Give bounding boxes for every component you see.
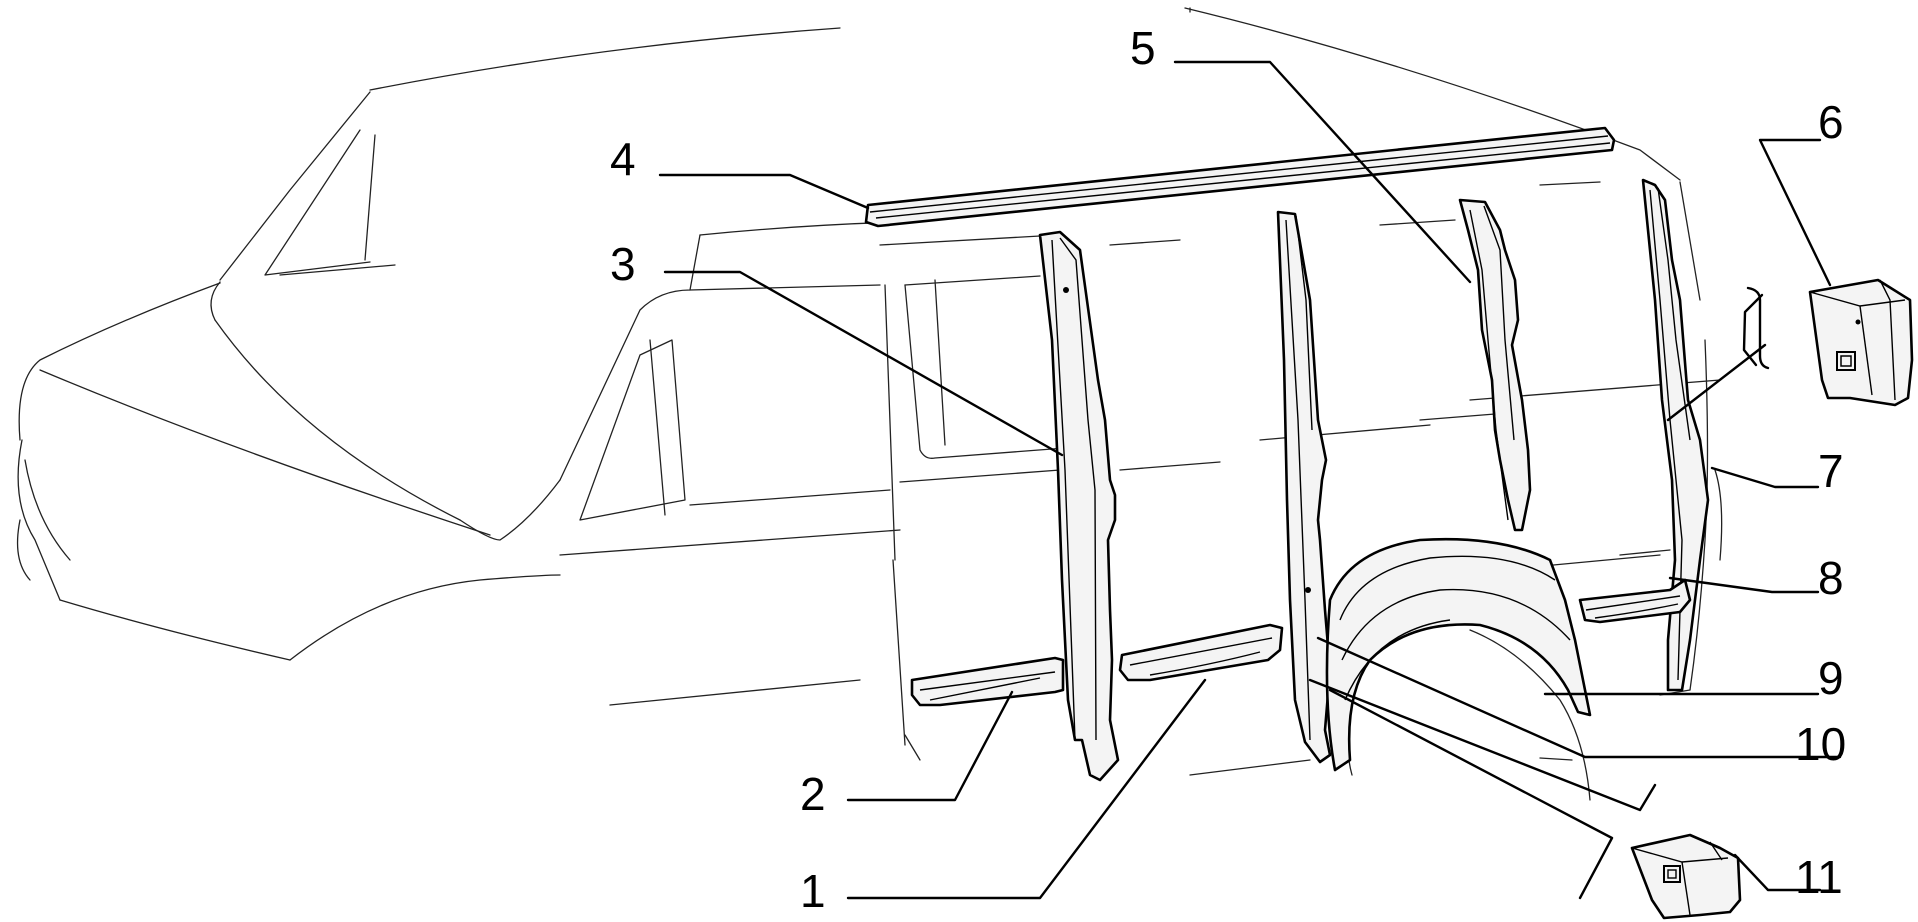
part-2-lower-bracket (910, 656, 1065, 707)
part-5-rear-pillar (1458, 198, 1532, 532)
detail-bracket-6 (1746, 286, 1770, 370)
van-body-outline (16, 7, 1723, 801)
callout-4: 4 (610, 133, 636, 185)
leader-2 (846, 690, 1014, 802)
callout-7: 7 (1818, 445, 1844, 497)
leader-4 (658, 173, 870, 210)
leader-6 (1758, 138, 1832, 287)
part-9-wheel-arch (1325, 537, 1592, 772)
leader-10b (1308, 678, 1657, 812)
part-6-corner-bracket (1808, 278, 1914, 407)
callout-8: 8 (1818, 552, 1844, 604)
part-11-small-bracket (1630, 833, 1742, 920)
leader-8 (1668, 576, 1820, 594)
callout-labels: 1 2 3 4 5 6 7 8 9 10 11 (610, 22, 1846, 917)
callout-10: 10 (1795, 718, 1846, 770)
leader-1 (846, 678, 1207, 900)
part-10-c-pillar (1276, 210, 1332, 764)
part-3-b-pillar (1038, 230, 1120, 782)
callout-5: 5 (1130, 22, 1156, 74)
leader-5 (1173, 60, 1472, 284)
callout-3: 3 (610, 238, 636, 290)
leader-7 (1710, 466, 1820, 489)
leader-11b (1328, 688, 1614, 900)
leader-6b (1666, 343, 1767, 422)
callout-1: 1 (800, 865, 826, 917)
leader-3 (663, 270, 1064, 457)
callout-9: 9 (1818, 652, 1844, 704)
part-1-lower-bracket (1118, 623, 1284, 682)
part-8-lower-rear-bracket (1578, 578, 1692, 624)
leader-lines (658, 60, 1842, 900)
callout-11: 11 (1795, 851, 1843, 903)
part-7-rear-corner-pillar (1641, 178, 1710, 692)
leader-10 (1316, 636, 1842, 759)
part-4-roof-rail (864, 126, 1616, 228)
callout-2: 2 (800, 768, 826, 820)
leader-11 (1733, 853, 1822, 892)
callout-6: 6 (1818, 96, 1844, 148)
